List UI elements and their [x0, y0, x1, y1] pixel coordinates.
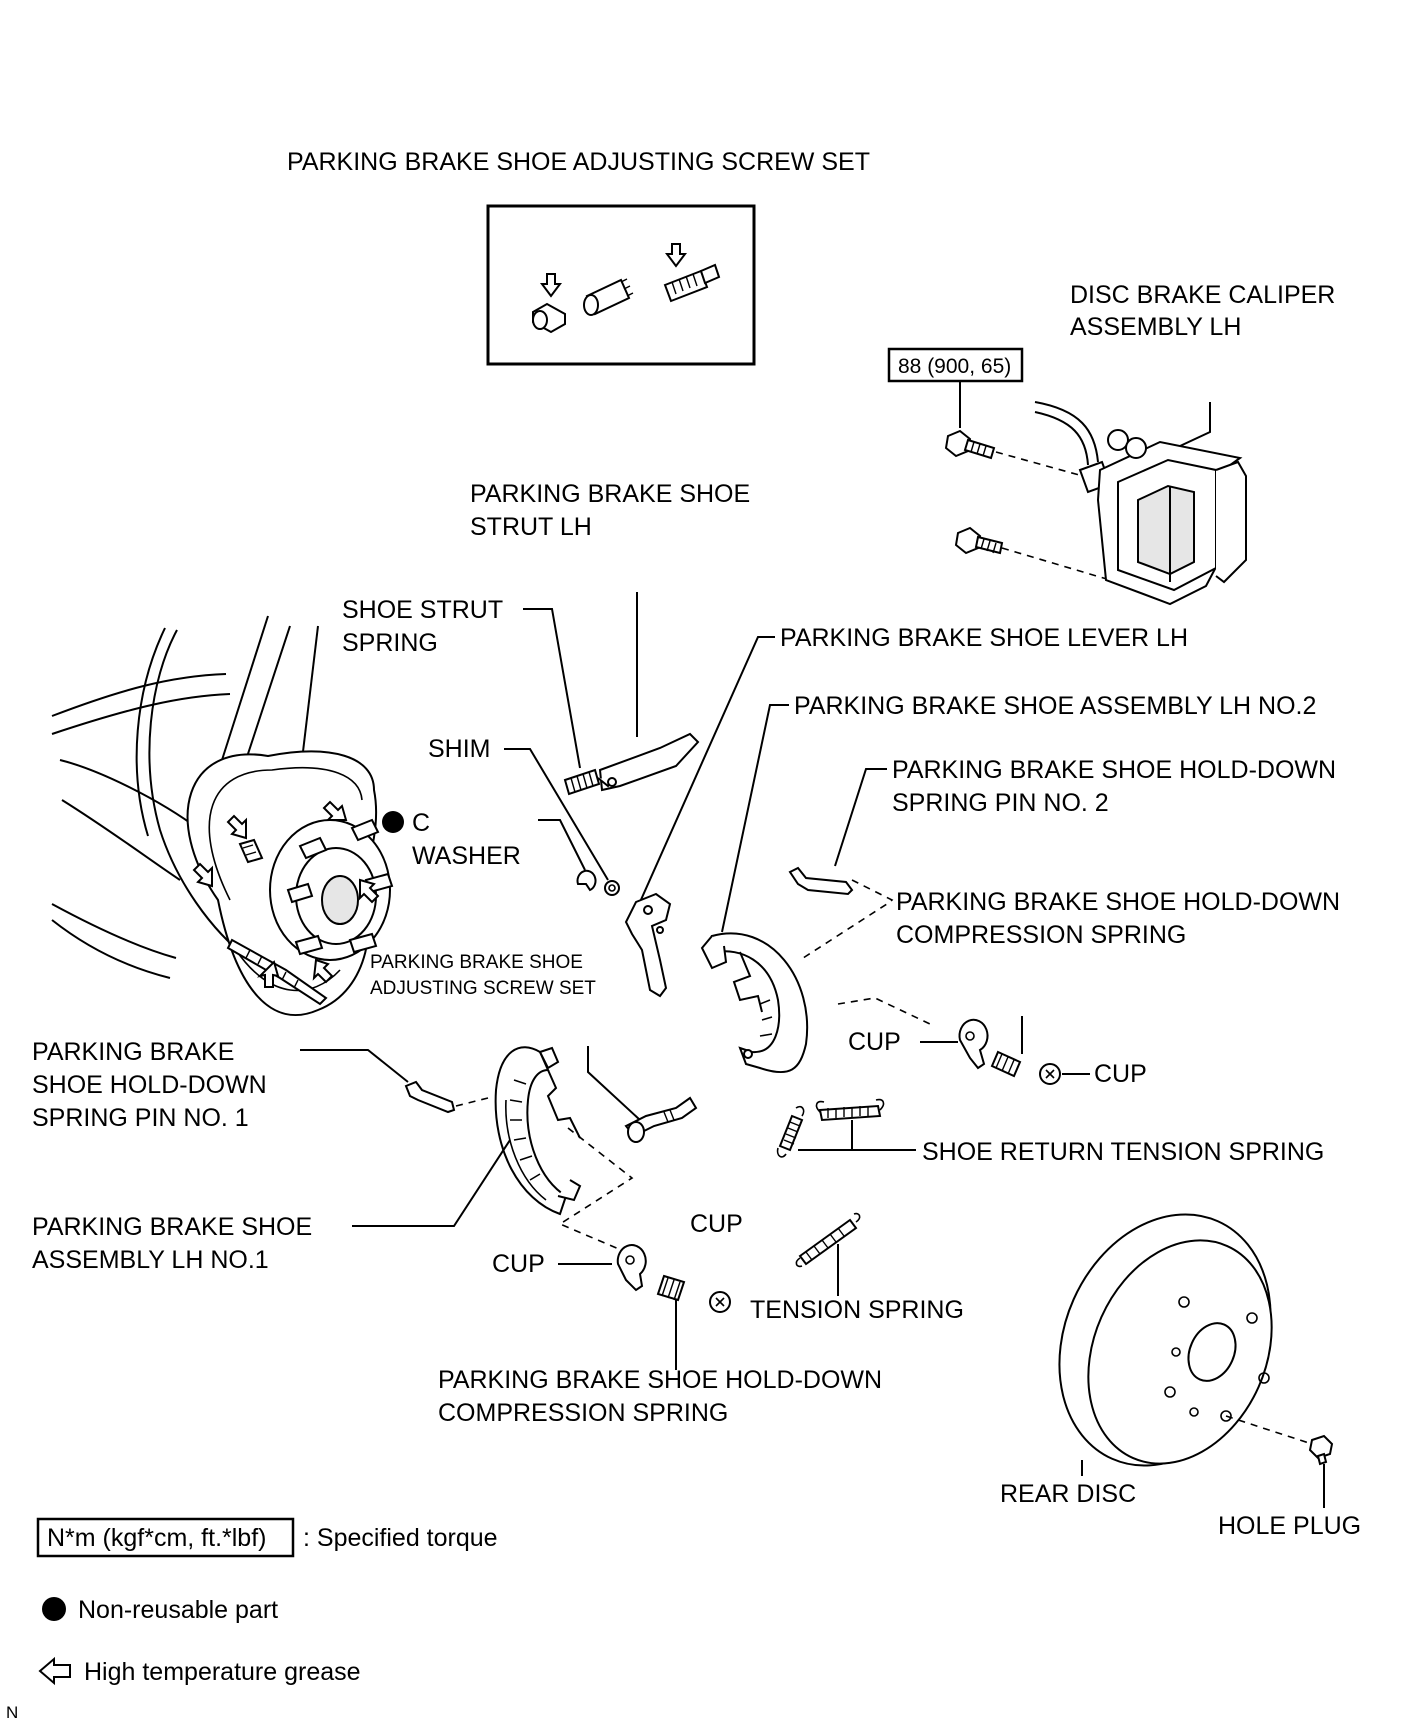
hole-plug: [1308, 1434, 1334, 1466]
label-shoe-no2: PARKING BRAKE SHOE ASSEMBLY LH NO.2: [794, 692, 1316, 720]
label-washer: WASHER: [412, 842, 521, 870]
compression-spring-right: [990, 1050, 1022, 1078]
grease-arrow-icon: [226, 814, 247, 840]
label-pin-no2-line2: SPRING PIN NO. 2: [892, 789, 1109, 817]
label-cup-right-2: CUP: [1094, 1060, 1147, 1088]
label-shoe-no1-line2: ASSEMBLY LH NO.1: [32, 1246, 269, 1274]
cup-bottom-left: [616, 1244, 647, 1292]
grease-arrow-icon: [322, 800, 348, 821]
label-pin-no1-line3: SPRING PIN NO. 1: [32, 1104, 249, 1132]
adjusting-screw-set-inset: [486, 204, 756, 366]
label-tension-spring: TENSION SPRING: [750, 1296, 964, 1324]
label-hole-plug: HOLE PLUG: [1218, 1512, 1361, 1540]
shoe-strut: [597, 732, 700, 792]
grease-arrow-icon: [256, 960, 280, 988]
label-pin-no1-line2: SHOE HOLD-DOWN: [32, 1071, 267, 1099]
disc-bolt-hole-icon: [1164, 1296, 1270, 1422]
label-c-marker: C: [412, 809, 430, 837]
legend-grease: High temperature grease: [84, 1658, 361, 1686]
non-reusable-dot-icon: [42, 1597, 66, 1621]
rear-disc: [1058, 1213, 1273, 1467]
brake-shoe-no2: [700, 932, 809, 1073]
label-adjusting-screw-set-top: PARKING BRAKE SHOE ADJUSTING SCREW SET: [287, 148, 870, 176]
non-reusable-dot-icon: [382, 811, 404, 833]
shim-part: [604, 880, 620, 896]
label-rear-disc: REAR DISC: [1000, 1480, 1136, 1508]
hold-down-pin-no1: [404, 1080, 456, 1114]
label-adj-screw-set-mid-line1: PARKING BRAKE SHOE: [370, 952, 583, 973]
caliper-body: [1034, 401, 1247, 606]
hold-down-pin-no2: [788, 866, 854, 896]
adjusting-screw-socket: [532, 302, 566, 334]
label-strut-spring-line2: SPRING: [342, 629, 438, 657]
grease-arrow-icon: [38, 1656, 71, 1686]
label-shim: SHIM: [428, 735, 491, 763]
adjusting-screw-bolt: [663, 263, 721, 303]
label-strut-spring-line1: SHOE STRUT: [342, 596, 503, 624]
legend-torque-box: [36, 1517, 295, 1558]
label-comp-spring-right-line1: PARKING BRAKE SHOE HOLD-DOWN: [896, 888, 1340, 916]
label-return-spring: SHOE RETURN TENSION SPRING: [922, 1138, 1324, 1166]
legend-torque-box-text: N*m (kgf*cm, ft.*lbf): [47, 1524, 266, 1552]
wheel-stud-icon: [286, 818, 394, 956]
label-shoe-no1-line1: PARKING BRAKE SHOE: [32, 1213, 312, 1241]
label-pin-no1-line1: PARKING BRAKE: [32, 1038, 234, 1066]
cup-right-2: [1039, 1063, 1061, 1085]
label-pin-no2-line1: PARKING BRAKE SHOE HOLD-DOWN: [892, 756, 1336, 784]
caliper-bolt-lower: [954, 526, 1004, 555]
label-cup-bottom-1: CUP: [690, 1210, 743, 1238]
label-caliper-line1: DISC BRAKE CALIPER: [1070, 281, 1335, 309]
label-comp-spring-bottom-line1: PARKING BRAKE SHOE HOLD-DOWN: [438, 1366, 882, 1394]
corner-mark: N: [6, 1703, 18, 1722]
cup-bottom-right: [709, 1291, 731, 1313]
shoe-return-tension-spring-2: [776, 1105, 805, 1158]
adjusting-screw-set-assembled: [624, 1096, 698, 1143]
brake-shoe-no1: [494, 1046, 582, 1216]
label-strut-line2: STRUT LH: [470, 513, 592, 541]
c-washer-part: [576, 869, 597, 892]
grease-arrow-icon: [359, 878, 380, 904]
compression-spring-bottom: [656, 1274, 686, 1302]
torque-spec-value: 88 (900, 65): [898, 355, 1011, 378]
shoe-lever: [624, 892, 672, 998]
label-comp-spring-bottom-line2: COMPRESSION SPRING: [438, 1399, 728, 1427]
adjusting-screw-nut: [583, 278, 634, 316]
grease-arrow-icon: [312, 958, 334, 984]
label-caliper-line2: ASSEMBLY LH: [1070, 313, 1241, 341]
torque-spec-box: [887, 347, 1024, 383]
label-strut-line1: PARKING BRAKE SHOE: [470, 480, 750, 508]
grease-arrow-icon: [192, 862, 213, 888]
cup-right-1: [958, 1018, 989, 1070]
legend-non-reusable: Non-reusable part: [78, 1596, 278, 1624]
tension-spring: [795, 1212, 861, 1268]
label-comp-spring-right-line2: COMPRESSION SPRING: [896, 921, 1186, 949]
label-adj-screw-set-mid-line2: ADJUSTING SCREW SET: [370, 978, 596, 999]
shoe-strut-spring: [563, 768, 601, 796]
label-lever: PARKING BRAKE SHOE LEVER LH: [780, 624, 1188, 652]
grease-arrow-icon: [540, 273, 562, 298]
label-cup-bottom-2: CUP: [492, 1250, 545, 1278]
caliper-bolt-upper: [944, 429, 996, 460]
legend-torque-desc: : Specified torque: [303, 1524, 498, 1552]
grease-arrow-icon: [665, 243, 687, 268]
shoe-return-tension-spring-1: [815, 1098, 885, 1122]
label-cup-right-1: CUP: [848, 1028, 901, 1056]
